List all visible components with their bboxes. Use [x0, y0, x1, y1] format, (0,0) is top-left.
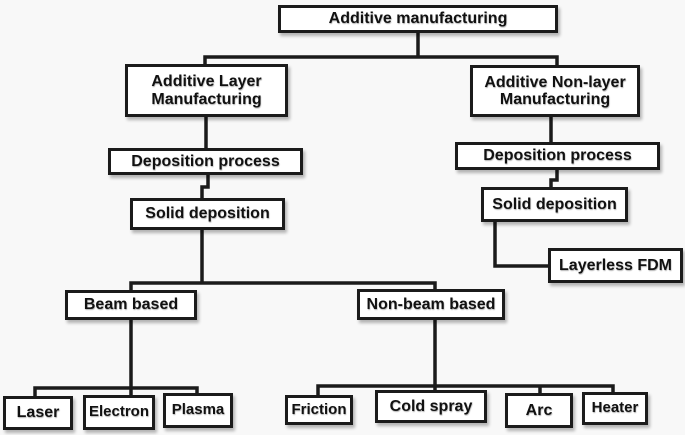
edge-deposition-solid-right: [549, 168, 559, 189]
node-electron: Electron: [83, 395, 155, 430]
node-solid-deposition-left: Solid deposition: [130, 198, 285, 230]
node-plasma: Plasma: [163, 393, 233, 428]
node-deposition-process-right: Deposition process: [455, 142, 660, 170]
node-solid-deposition-right: Solid deposition: [481, 187, 628, 222]
edge-deposition-solid-left: [200, 173, 210, 200]
node-friction: Friction: [285, 395, 353, 425]
edge-root-split: [203, 31, 559, 68]
node-heater: Heater: [582, 392, 648, 425]
edge-beam-children: [33, 318, 199, 399]
edge-solid-layerless-fdm: [493, 220, 550, 268]
node-additive-manufacturing: Additive manufacturing: [278, 5, 558, 33]
node-layerless-fdm: Layerless FDM: [548, 248, 683, 283]
node-additive-non-layer-manufacturing: Additive Non-layer Manufacturing: [470, 65, 640, 117]
edge-nonbeam-children: [316, 318, 615, 398]
edge-solid-split: [129, 228, 437, 293]
node-laser: Laser: [3, 396, 73, 430]
node-beam-based: Beam based: [65, 290, 197, 320]
node-deposition-process-left: Deposition process: [108, 148, 303, 175]
node-additive-layer-manufacturing: Additive Layer Manufacturing: [125, 64, 288, 117]
node-non-beam-based: Non-beam based: [357, 289, 505, 320]
node-arc: Arc: [505, 393, 573, 428]
node-cold-spray: Cold spray: [375, 390, 487, 423]
